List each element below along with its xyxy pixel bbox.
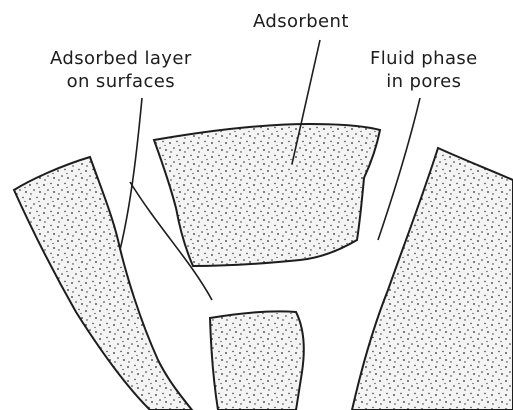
adsorbent-particle-right [352, 148, 513, 410]
adsorbed-layer-label-line-2: on surfaces [50, 70, 192, 93]
adsorbent-particle-bottom [210, 311, 304, 410]
fluid-phase-label: Fluid phase in pores [370, 47, 478, 93]
fluid-phase-label-line-2: in pores [370, 70, 478, 93]
adsorbed-layer-label: Adsorbed layer on surfaces [50, 47, 192, 93]
fluid-phase-label-line-1: Fluid phase [370, 47, 478, 70]
adsorbent-particle-left [14, 157, 192, 410]
adsorbent-label: Adsorbent [253, 10, 349, 33]
adsorbed-layer-label-line-1: Adsorbed layer [50, 47, 192, 70]
adsorbed-layer-leader-line [120, 98, 142, 250]
adsorbent-particle-top [154, 124, 380, 266]
